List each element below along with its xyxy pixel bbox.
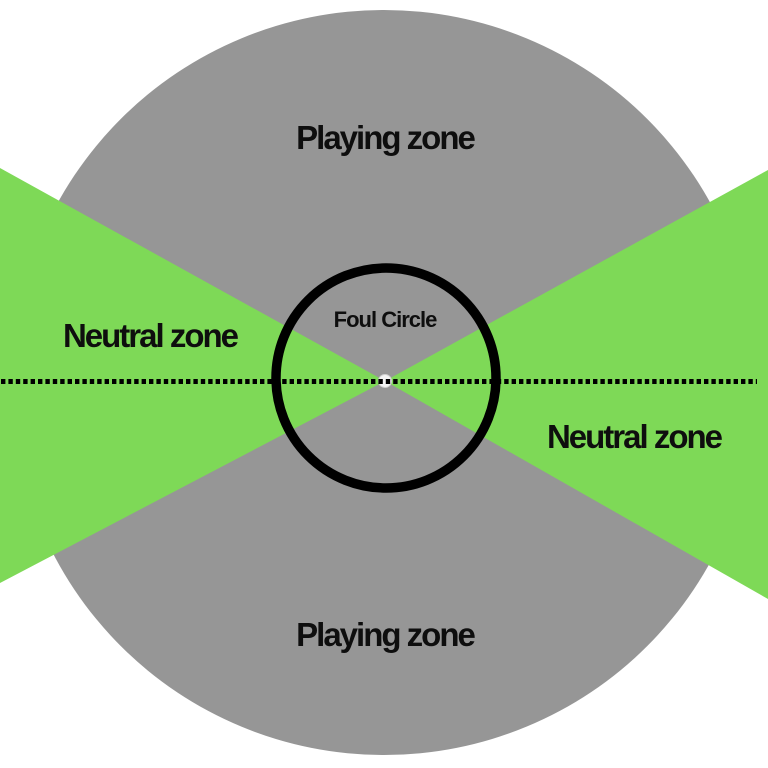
neutral-zone-right-wedge	[385, 170, 768, 599]
foul-circle-ring	[271, 263, 501, 493]
neutral-zone-left-wedge	[0, 168, 385, 583]
label-neutral-zone-left: Neutral zone	[63, 317, 239, 354]
label-neutral-zone-right: Neutral zone	[547, 418, 723, 455]
label-foul-circle: Foul Circle	[334, 307, 437, 332]
label-playing-zone-bottom: Playing zone	[296, 616, 475, 653]
label-playing-zone-top: Playing zone	[296, 119, 475, 156]
